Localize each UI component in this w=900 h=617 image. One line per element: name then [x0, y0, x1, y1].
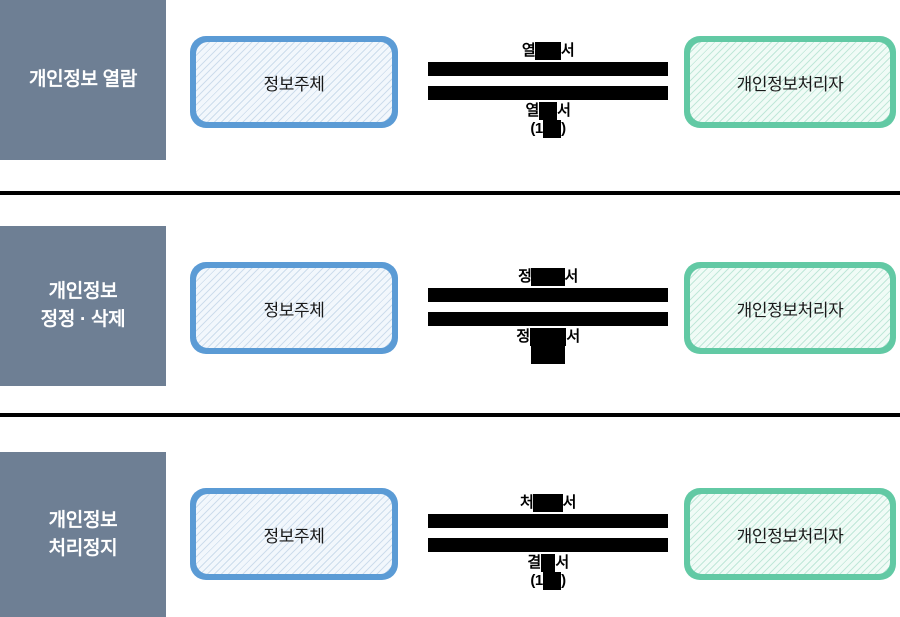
category-block-row-1: 개인정보 열람 — [0, 0, 166, 160]
category-label-row-3: 개인정보 처리정지 — [48, 509, 118, 559]
subject-box-row-3: 정보주체 — [190, 488, 398, 580]
flow-label-bottom-suffix-row-1: 서 — [557, 102, 571, 119]
flow-label-bottom-line2-redaction-row-3 — [542, 572, 562, 590]
flow-label-bottom-line2-row-3: (1 ) — [428, 572, 668, 590]
flow-label-bottom-line2-redaction-row-1 — [542, 120, 562, 138]
subject-box-row-1: 정보주체 — [190, 36, 398, 128]
flow-label-bottom-line2-prefix-row-3: (1 — [530, 572, 543, 589]
controller-box-fill-row-1 — [690, 42, 890, 122]
category-block-row-2: 개인정보 정정 · 삭제 — [0, 226, 166, 386]
flow-label-top-redaction-row-3 — [533, 494, 563, 512]
flow-label-top-prefix-row-3: 처 — [520, 494, 534, 511]
section-divider-2 — [0, 413, 900, 417]
controller-box-row-1: 개인정보처리자 — [684, 36, 896, 128]
controller-box-label-row-3: 개인정보처리자 — [736, 526, 844, 546]
flow-label-bottom-suffix-row-3: 서 — [555, 554, 569, 571]
category-label-row-1: 개인정보 열람 — [28, 69, 138, 91]
controller-box-fill-row-2 — [690, 268, 890, 348]
flow-label-top-redaction-row-2 — [531, 268, 565, 286]
flow-label-bottom-prefix-row-2: 정 — [516, 328, 530, 345]
flow-arrow-response-row-2 — [428, 312, 668, 326]
flow-label-top-text-row-3: 처 서 — [428, 494, 668, 512]
flow-label-bottom-line2-row-2 — [428, 346, 668, 364]
flow-label-bottom-redaction-row-1 — [538, 102, 558, 120]
flow-label-bottom-line1-row-2: 정 서 — [428, 328, 668, 346]
flow-label-bottom-line1-row-1: 열 서 — [428, 102, 668, 120]
flow-label-bottom-prefix-row-3: 결 — [527, 554, 541, 571]
flow-label-bottom-line2-suffix-row-3: ) — [561, 572, 566, 589]
flow-label-bottom-redaction-row-2 — [529, 328, 567, 346]
controller-box-label-row-1: 개인정보처리자 — [736, 74, 844, 94]
flow-arrow-request-row-1 — [428, 62, 668, 76]
flow-label-bottom-prefix-row-1: 열 — [525, 102, 540, 119]
flow-arrow-response-row-3 — [428, 538, 668, 552]
subject-box-label-row-3: 정보주체 — [263, 526, 325, 546]
controller-box-row-3: 개인정보처리자 — [684, 488, 896, 580]
flow-arrow-response-row-1 — [428, 86, 668, 100]
controller-box-fill-row-3 — [690, 494, 890, 574]
flow-label-top-suffix-row-3: 서 — [562, 494, 577, 511]
subject-box-label-row-2: 정보주체 — [263, 300, 325, 320]
flow-label-top-text-row-2: 정 서 — [428, 268, 668, 286]
subject-box-label-row-1: 정보주체 — [263, 74, 325, 94]
controller-box-label-row-2: 개인정보처리자 — [736, 300, 844, 320]
flow-label-top-row-3: 처 서 — [428, 494, 668, 512]
flow-label-bottom-row-1: 열 서 (1 ) — [428, 102, 668, 138]
subject-box-fill-row-1 — [196, 42, 392, 122]
flow-label-bottom-redaction-row-3 — [540, 554, 556, 572]
category-label-row-2: 개인정보 정정 · 삭제 — [40, 281, 126, 330]
flow-label-top-row-2: 정 서 — [428, 268, 668, 286]
flow-arrow-request-row-2 — [428, 288, 668, 302]
flow-label-bottom-line2-row-1: (1 ) — [428, 120, 668, 138]
flow-label-top-suffix-row-2: 서 — [564, 268, 579, 285]
flow-label-top-text-row-1: 열 서 — [428, 42, 668, 60]
flow-label-top-redaction-row-1 — [535, 42, 561, 60]
flow-label-bottom-row-2: 정 서 — [428, 328, 668, 364]
flow-label-top-prefix-row-1: 열 — [521, 42, 536, 59]
flow-label-bottom-suffix-row-2: 서 — [566, 328, 580, 345]
flow-label-bottom-line1-row-3: 결 서 — [428, 554, 668, 572]
flow-label-bottom-row-3: 결 서 (1 ) — [428, 554, 668, 590]
controller-box-row-2: 개인정보처리자 — [684, 262, 896, 354]
flow-arrow-request-row-3 — [428, 514, 668, 528]
flow-label-bottom-line2-redaction-row-2 — [531, 346, 565, 364]
subject-box-row-2: 정보주체 — [190, 262, 398, 354]
flow-label-bottom-line2-suffix-row-1: ) — [561, 120, 566, 137]
subject-box-fill-row-2 — [196, 268, 392, 348]
category-block-row-3: 개인정보 처리정지 — [0, 452, 166, 617]
section-divider-1 — [0, 191, 900, 195]
flow-label-bottom-line2-prefix-row-1: (1 — [530, 120, 543, 137]
subject-box-fill-row-3 — [196, 494, 392, 574]
flow-label-top-suffix-row-1: 서 — [560, 42, 575, 59]
flow-label-top-prefix-row-2: 정 — [518, 268, 532, 285]
flow-label-top-row-1: 열 서 — [428, 42, 668, 60]
